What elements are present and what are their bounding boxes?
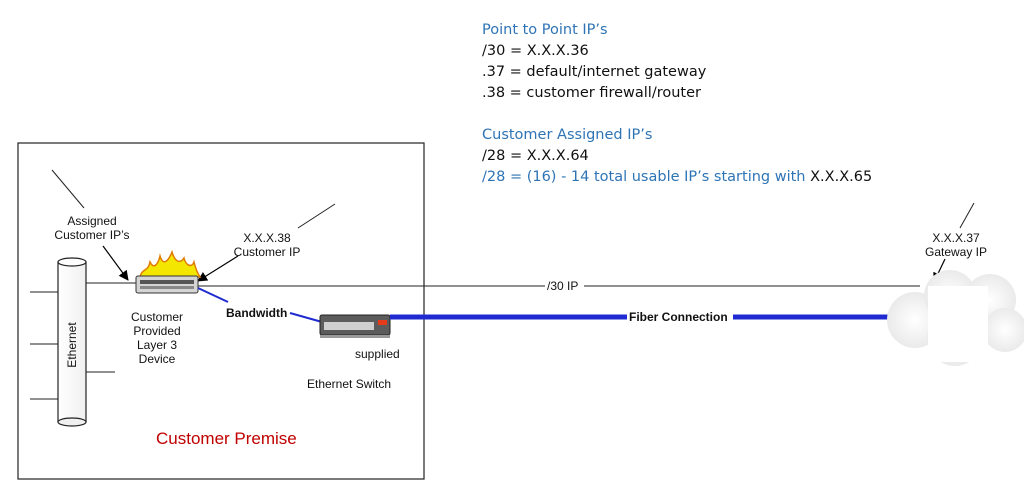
gateway-ip-callout — [959, 202, 975, 229]
ethernet-label: Ethernet — [65, 322, 79, 368]
firewall-flame-icon — [139, 249, 202, 278]
gateway-cloud-icon — [887, 270, 1024, 366]
bandwidth-label: Bandwidth — [226, 306, 288, 320]
assigned-ips-callout — [51, 169, 85, 209]
supplied-label: supplied — [355, 347, 400, 361]
p2p-line-2: .37 = default/internet gateway — [482, 64, 707, 80]
p2p-link-label: /30 IP — [546, 279, 580, 293]
fiber-label: Fiber Connection — [628, 310, 729, 324]
customer-ip-callout — [297, 203, 336, 229]
gateway-ip-label: X.X.X.37 Gateway IP — [924, 231, 988, 259]
p2p-heading: Point to Point IP’s — [482, 22, 608, 38]
assigned-ips-arrow — [102, 245, 129, 281]
ip-notes: Point to Point IP’s /30 = X.X.X.36 .37 =… — [482, 20, 872, 188]
assigned-line-2: /28 = (16) - 14 total usable IP’s starti… — [482, 167, 872, 188]
premise-label: Customer Premise — [156, 429, 297, 448]
assigned-line-2-prefix: /28 = (16) - 14 total usable IP’s starti… — [482, 169, 806, 185]
assigned-heading: Customer Assigned IP’s — [482, 127, 653, 143]
firewall-device — [135, 249, 202, 294]
assigned-line-1: /28 = X.X.X.64 — [482, 148, 589, 164]
switch-label: Ethernet Switch — [307, 377, 392, 391]
customer-ip-label: X.X.X.38 Customer IP — [233, 231, 301, 259]
ethernet-bus — [57, 257, 87, 427]
device-label: Customer Provided Layer 3 Device — [130, 310, 183, 366]
premise-box — [17, 142, 425, 480]
p2p-line-3: .38 = customer firewall/router — [482, 85, 701, 101]
p2p-line-1: /30 = X.X.X.36 — [482, 43, 589, 59]
assigned-ips-label: Assigned Customer IP’s — [54, 214, 130, 242]
ethernet-switch-device — [319, 314, 391, 338]
customer-ip-arrow — [197, 255, 239, 282]
assigned-line-2-value: X.X.X.65 — [810, 169, 873, 185]
bandwidth-link — [197, 287, 229, 303]
